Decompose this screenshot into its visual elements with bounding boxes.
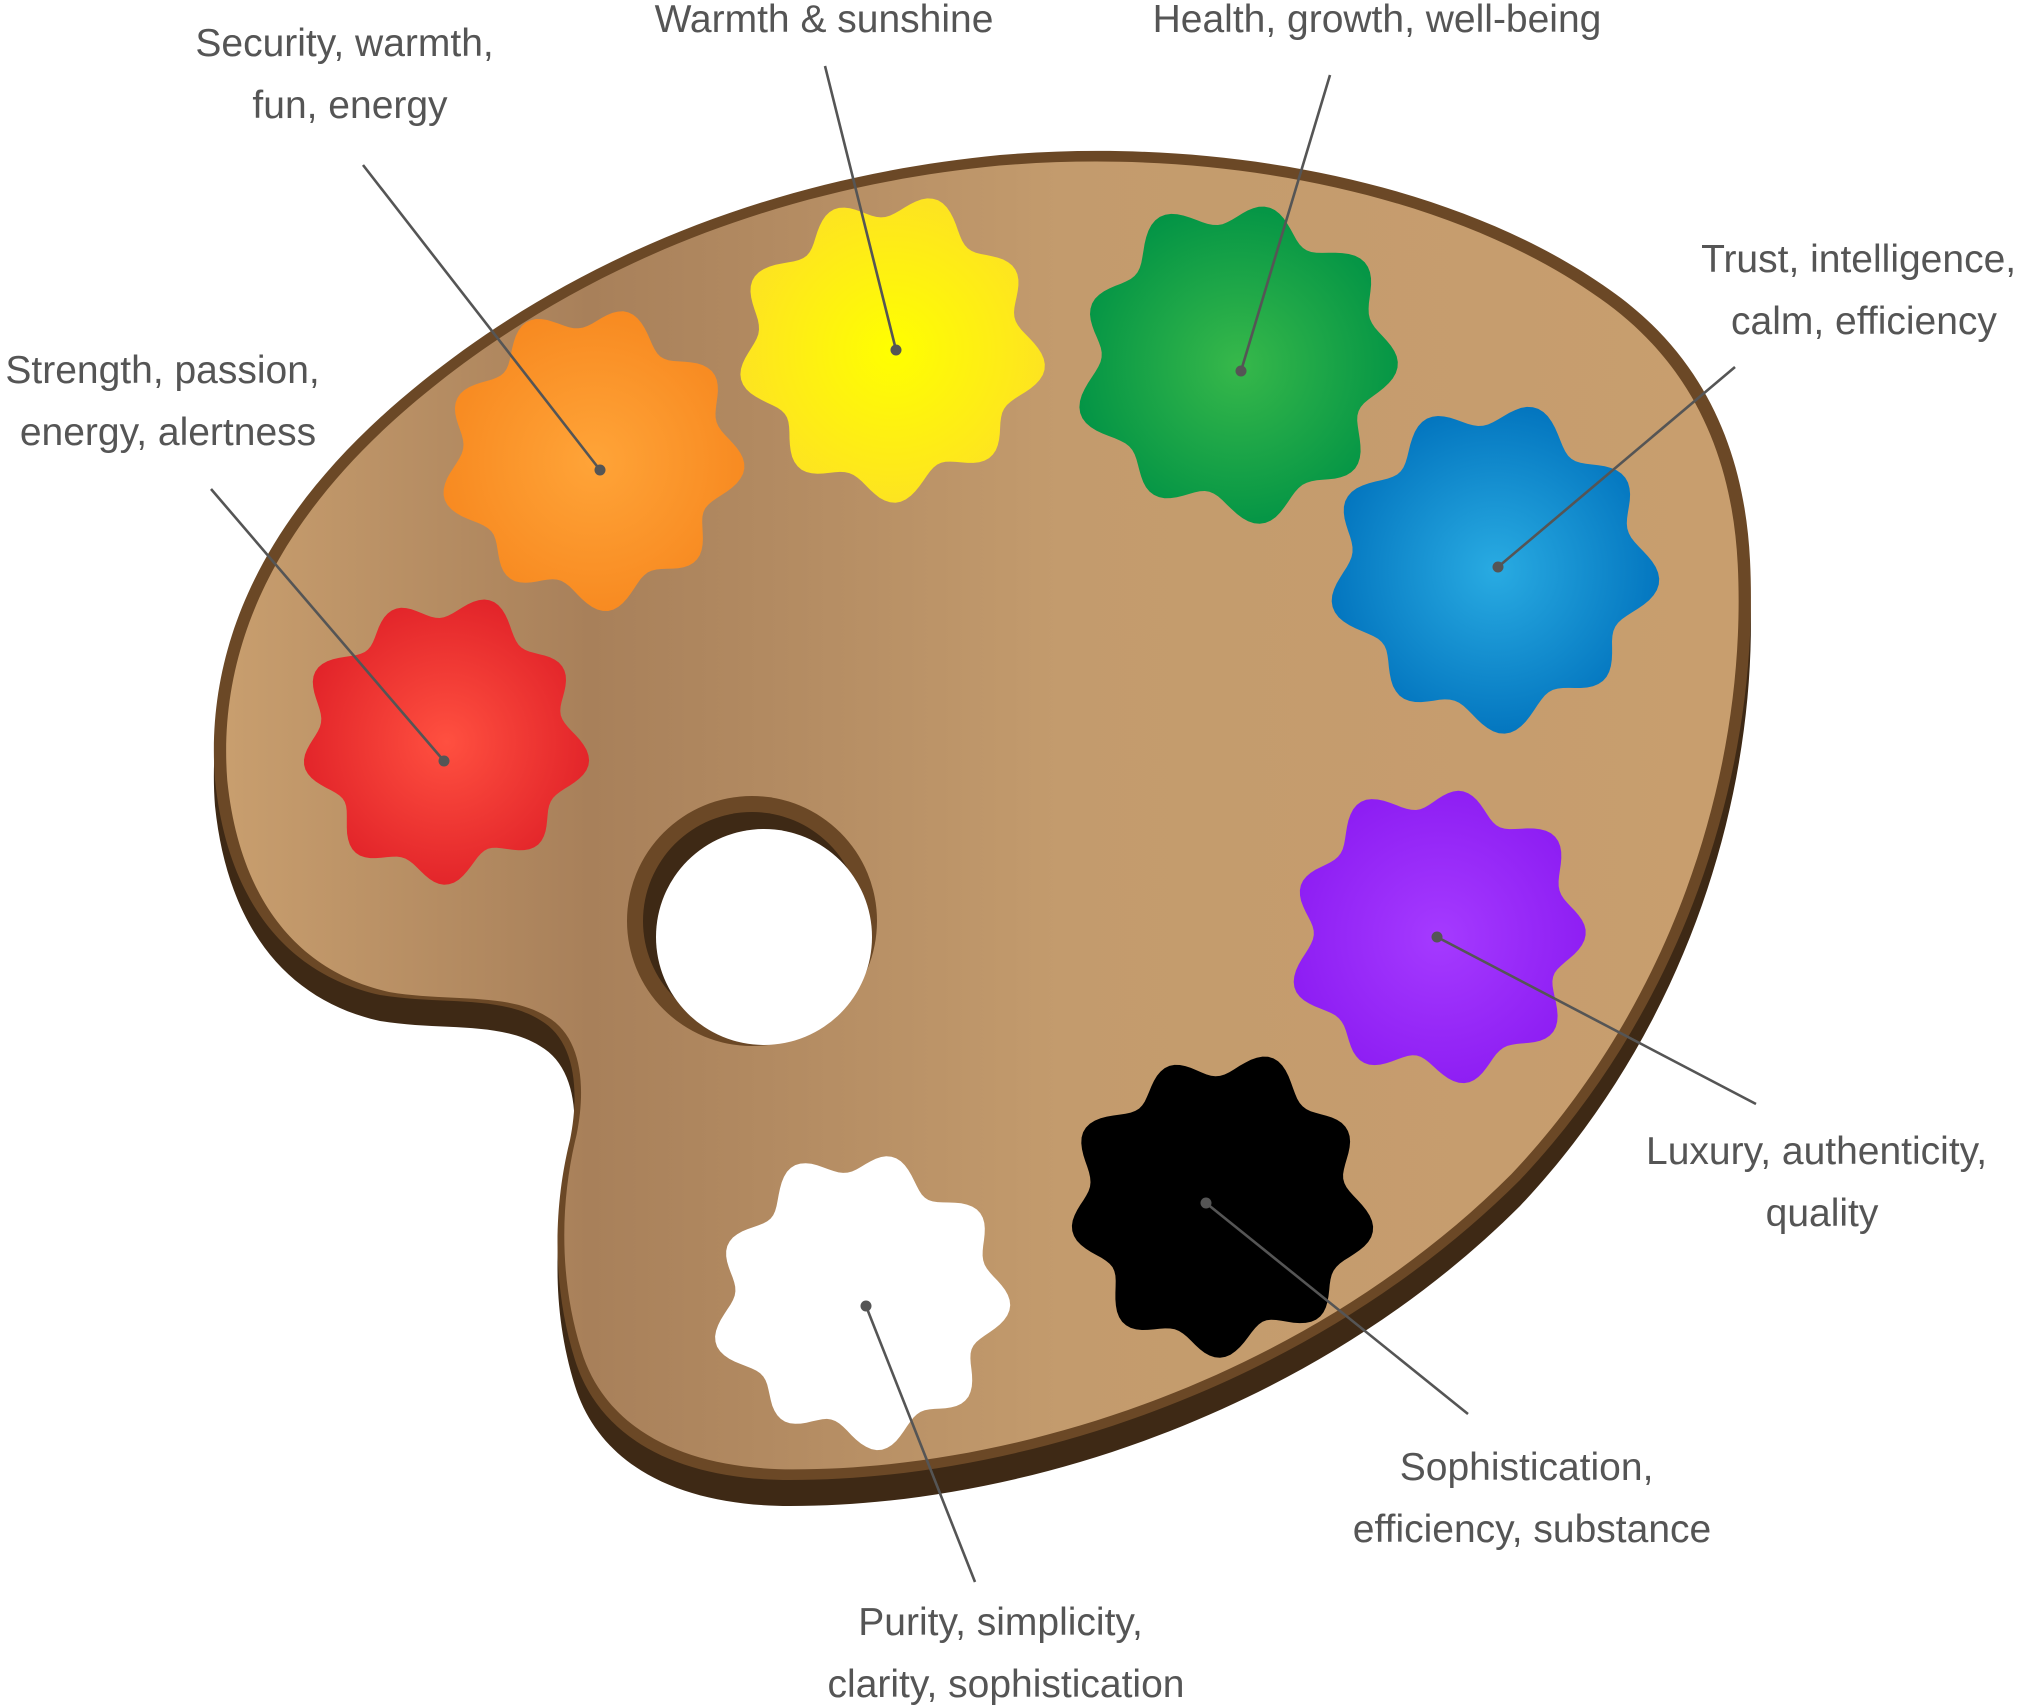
- label-black-line-1: Sophistication,: [1400, 1446, 1654, 1489]
- label-red-line-1: Strength, passion,: [5, 349, 319, 392]
- anchor-dot-yellow: [890, 344, 902, 356]
- label-purple-line-2: quality: [1766, 1192, 1879, 1235]
- paint-blob-red: [304, 599, 590, 885]
- label-purple: Luxury, authenticity, quality: [1646, 1130, 1998, 1235]
- anchor-dot-black: [1200, 1197, 1212, 1209]
- label-white: Purity, simplicity, clarity, sophisticat…: [828, 1601, 1185, 1706]
- label-orange: Security, warmth, fun, energy: [195, 22, 504, 127]
- label-green: Health, growth, well-being: [1153, 0, 1602, 41]
- thumb-hole: [656, 829, 872, 1045]
- leader-line-black: [1205, 1201, 1469, 1416]
- paint-blob-black: [1071, 1056, 1374, 1358]
- label-orange-line-2: fun, energy: [252, 84, 448, 127]
- leader-line-blue: [1497, 366, 1736, 568]
- leader-line-green: [1239, 74, 1332, 372]
- anchor-dot-blue: [1492, 561, 1504, 573]
- leader-line-red: [210, 488, 445, 762]
- anchor-dot-orange: [594, 464, 606, 476]
- leader-line-purple: [1436, 935, 1757, 1106]
- label-yellow: Warmth & sunshine: [655, 0, 994, 41]
- label-yellow-line-1: Warmth & sunshine: [655, 0, 994, 41]
- anchor-dots: [438, 344, 1504, 1312]
- leader-line-white: [864, 1305, 977, 1583]
- label-purple-line-1: Luxury, authenticity,: [1646, 1130, 1987, 1173]
- label-black-line-2: efficiency, substance: [1353, 1508, 1711, 1551]
- label-black: Sophistication, efficiency, substance: [1353, 1446, 1711, 1551]
- anchor-dot-red: [438, 755, 450, 767]
- paint-blob-green: [1079, 206, 1398, 524]
- label-white-line-1: Purity, simplicity,: [858, 1601, 1143, 1644]
- label-orange-line-1: Security, warmth,: [195, 22, 493, 65]
- leader-line-orange: [361, 164, 602, 471]
- label-red-line-2: energy, alertness: [20, 411, 316, 454]
- color-meaning-labels: Strength, passion, energy, alertness Sec…: [5, 0, 2027, 1706]
- anchor-dot-green: [1235, 365, 1247, 377]
- label-blue-line-2: calm, efficiency: [1731, 300, 1997, 343]
- leader-lines: [210, 65, 1757, 1583]
- label-blue: Trust, intelligence, calm, efficiency: [1701, 238, 2027, 343]
- label-red: Strength, passion, energy, alertness: [5, 349, 330, 454]
- anchor-dot-purple: [1431, 931, 1443, 943]
- label-white-line-2: clarity, sophistication: [828, 1663, 1185, 1706]
- label-green-line-1: Health, growth, well-being: [1153, 0, 1602, 41]
- anchor-dot-white: [860, 1300, 872, 1312]
- label-blue-line-1: Trust, intelligence,: [1701, 238, 2016, 281]
- leader-line-yellow: [823, 65, 898, 351]
